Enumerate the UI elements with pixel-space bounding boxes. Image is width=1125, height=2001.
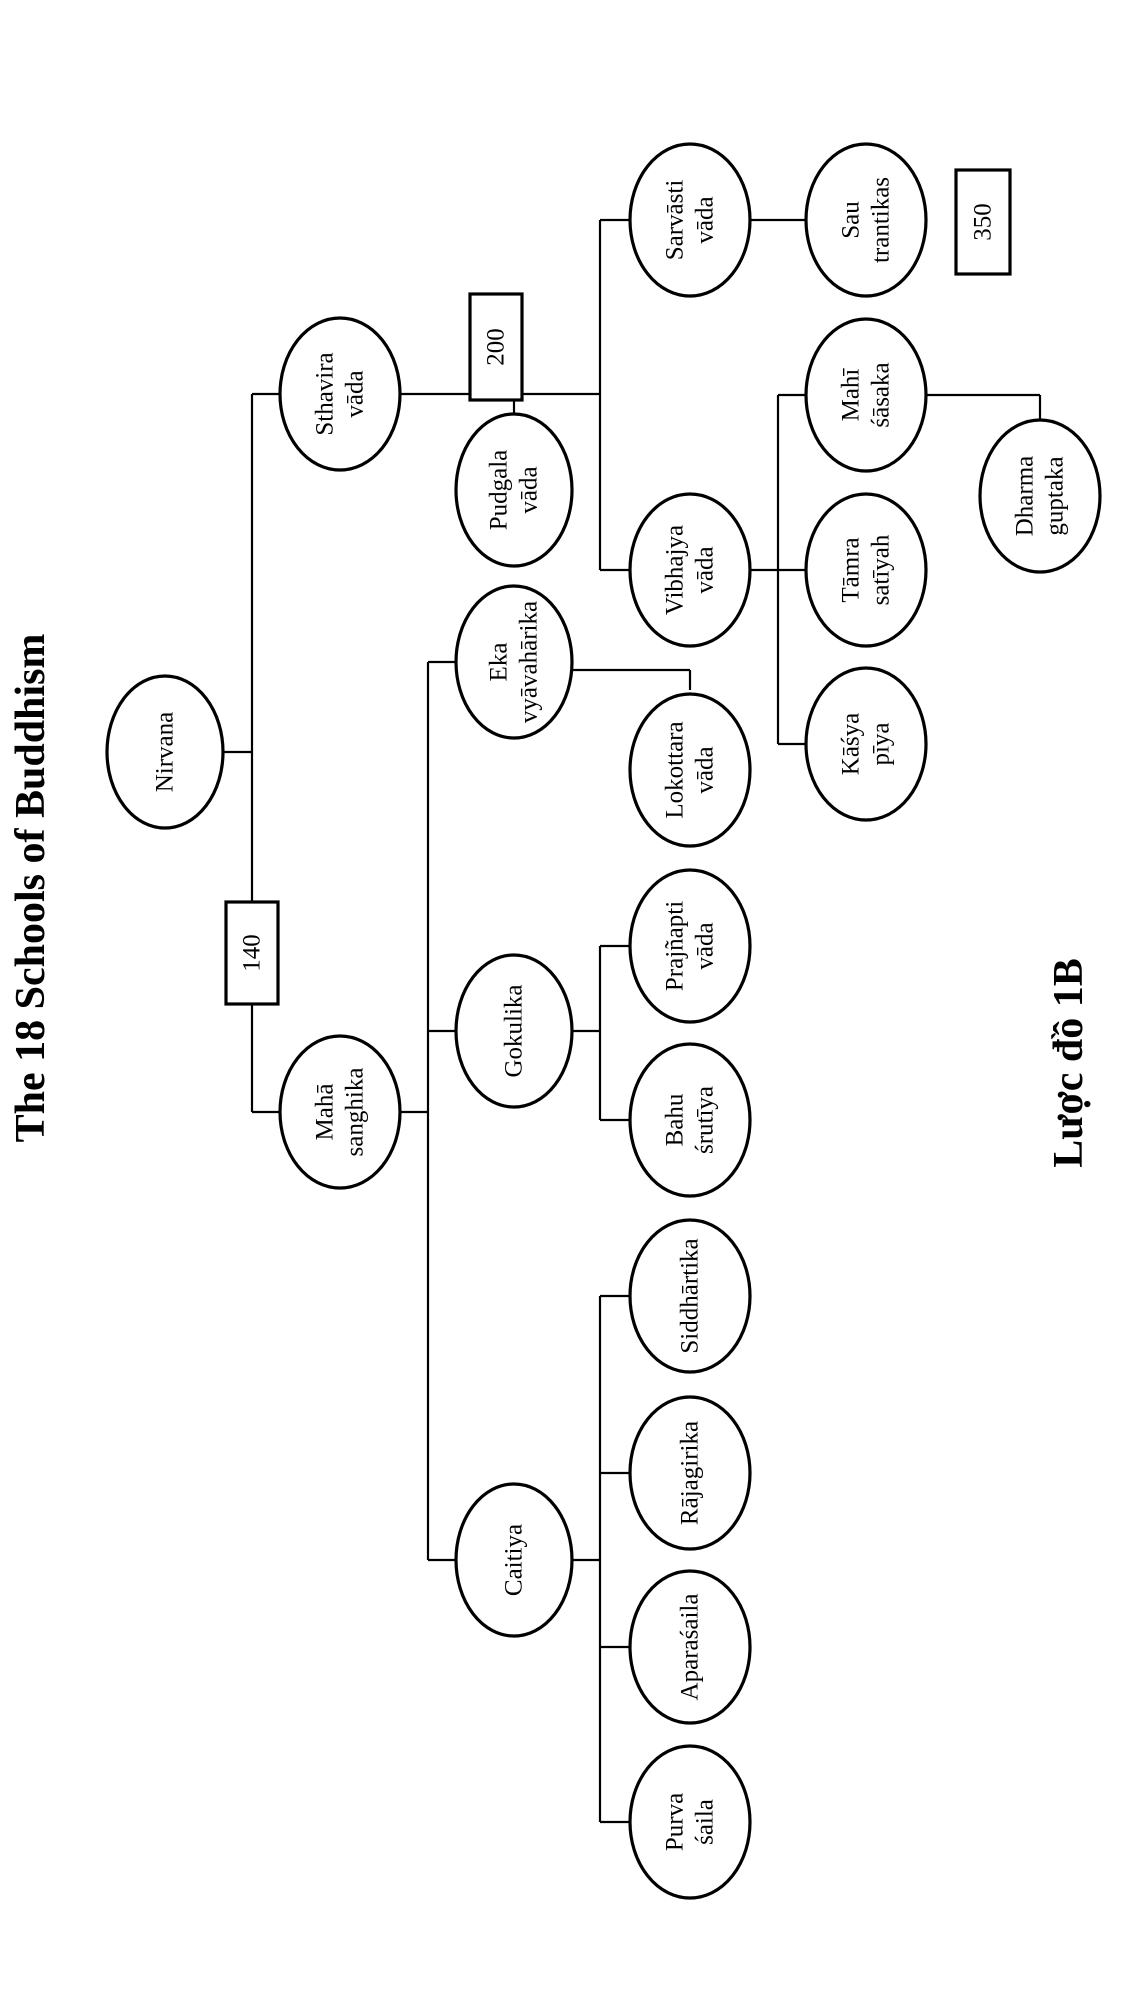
node-label: śaila: [692, 1799, 719, 1845]
node-ellipse: [804, 142, 928, 298]
node-ellipse: [454, 412, 574, 568]
node-ellipse: [105, 674, 225, 830]
node-label: Eka: [486, 643, 513, 682]
node-label: pīya: [868, 722, 895, 765]
node-label: śāsaka: [868, 362, 895, 427]
node-ellipse: [628, 692, 752, 848]
node-ellipse: [454, 584, 574, 740]
node-nirvana: Nirvana: [105, 674, 225, 830]
node-label: vāda: [692, 196, 719, 243]
year-box-200: 200: [468, 292, 524, 402]
node-label: Tāmra: [838, 537, 865, 602]
node-label: Vibhajya: [662, 525, 689, 615]
node-label: Kāśya: [838, 713, 865, 775]
node-label: Lokottara: [662, 721, 689, 818]
node-label: Rājagirika: [677, 1421, 704, 1525]
node-ellipse: [628, 1569, 752, 1725]
node-label: sanghika: [342, 1068, 369, 1157]
year-box-350: 350: [954, 168, 1012, 276]
node-ellipse: [804, 492, 928, 648]
node-siddhartika: Siddhārtika: [628, 1218, 752, 1374]
year-box-140: 140: [224, 900, 280, 1006]
svg-text:350: 350: [970, 203, 997, 241]
node-caitiya: Caitiya: [454, 1482, 574, 1638]
node-label: vāda: [342, 370, 369, 417]
node-ellipse: [804, 317, 928, 473]
node-label: Caitiya: [501, 1524, 528, 1596]
node-label: Pudgala: [486, 450, 513, 531]
svg-text:200: 200: [483, 328, 510, 366]
node-ellipse: [628, 1744, 752, 1900]
node-ellipse: [278, 316, 402, 472]
node-ellipse: [278, 1034, 402, 1190]
node-ellipse: [628, 1042, 752, 1198]
node-label: śrutīya: [692, 1086, 719, 1154]
node-label: satīyah: [868, 534, 895, 605]
node-label: Purva: [662, 1793, 689, 1851]
node-label: Sthavira: [312, 352, 339, 435]
node-label: vāda: [692, 546, 719, 593]
node-ellipse: [978, 418, 1102, 574]
node-label: vāda: [516, 466, 543, 513]
node-aparasaila: Aparaśaila: [628, 1569, 752, 1725]
node-label: Sau: [838, 201, 865, 239]
node-ellipse: [804, 666, 928, 822]
node-label: guptaka: [1042, 456, 1069, 535]
node-label: Siddhārtika: [677, 1238, 704, 1353]
diagram-subtitle: Lược đồ 1B: [1046, 958, 1092, 1168]
node-label: vāda: [692, 922, 719, 969]
node-ellipse: [628, 868, 752, 1024]
svg-text:140: 140: [239, 934, 266, 972]
node-label: Mahī: [838, 368, 865, 422]
node-ellipse: [454, 953, 574, 1109]
node-label: Prajñapti: [662, 901, 689, 991]
node-label: Mahā: [312, 1084, 339, 1141]
node-label: Bahu: [662, 1093, 689, 1146]
node-label: vyāvahārika: [516, 601, 543, 723]
node-ellipse: [628, 492, 752, 648]
node-ellipse: [628, 1395, 752, 1551]
node-rajagirika: Rājagirika: [628, 1395, 752, 1551]
node-gokulika: Gokulika: [454, 953, 574, 1109]
node-label: Aparaśaila: [677, 1594, 704, 1701]
diagram-title: The 18 Schools of Buddhism: [8, 634, 54, 1143]
node-label: Nirvana: [152, 712, 179, 793]
node-label: Sarvāsti: [662, 180, 689, 261]
node-label: vāda: [692, 746, 719, 793]
node-ellipse: [628, 142, 752, 298]
node-label: Gokulika: [501, 984, 528, 1077]
node-ellipse: [628, 1218, 752, 1374]
node-label: trantikas: [868, 177, 895, 263]
node-ellipse: [454, 1482, 574, 1638]
node-label: Dharma: [1012, 456, 1039, 537]
